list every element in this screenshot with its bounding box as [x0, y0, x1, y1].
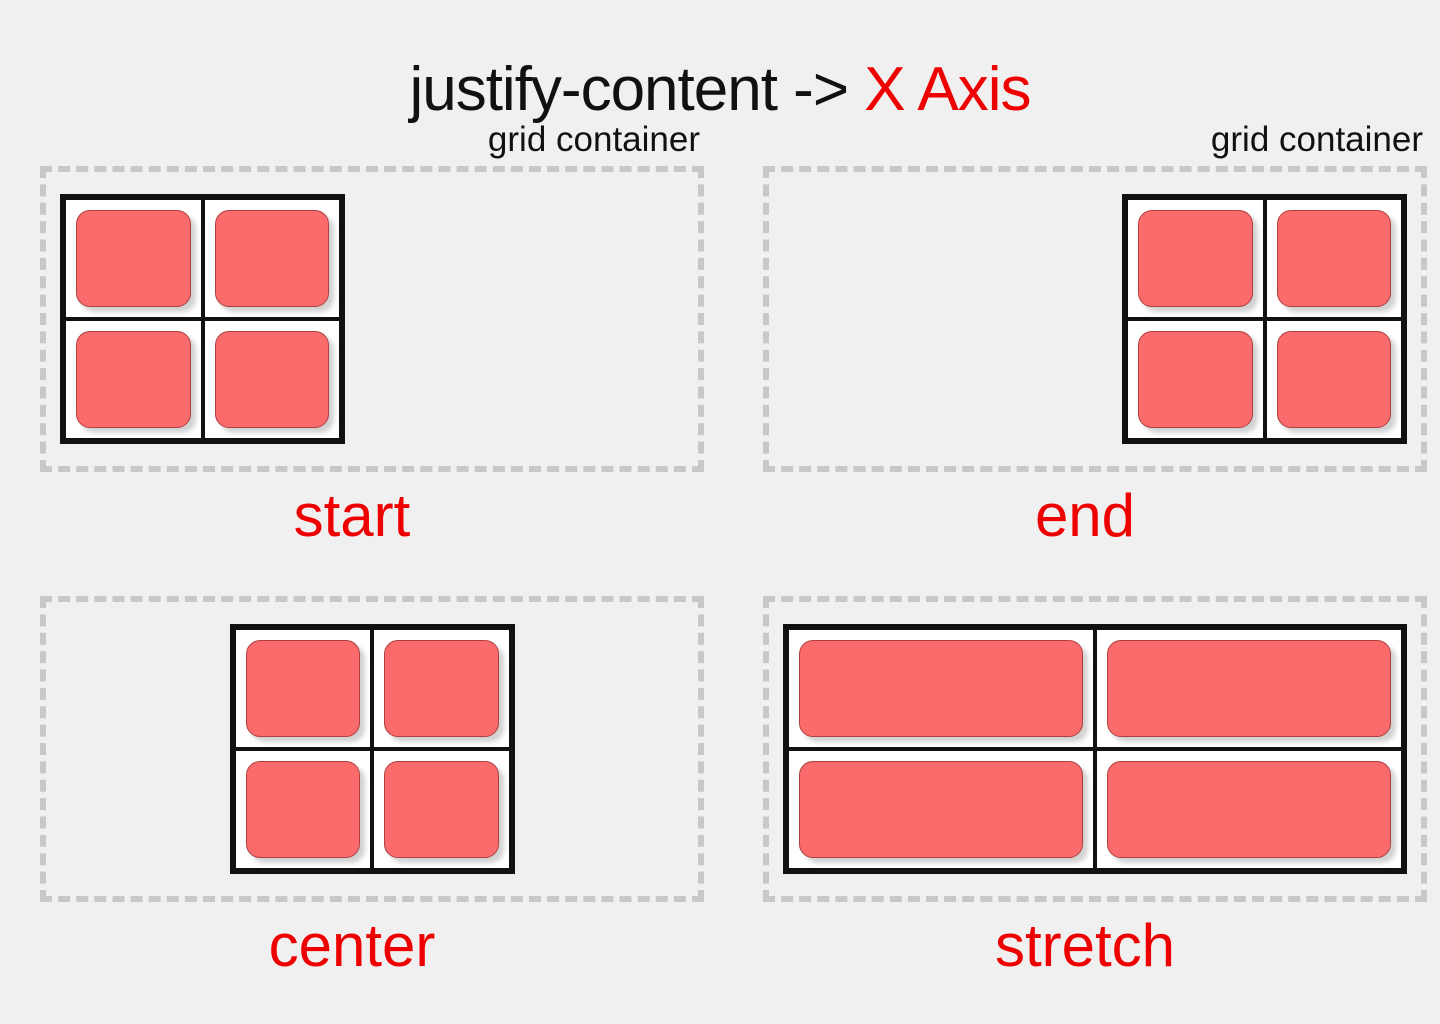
grid-cell [1095, 749, 1403, 870]
grid-container-start [40, 166, 704, 472]
value-label-start: start [293, 482, 411, 549]
grid-item [214, 331, 329, 428]
grid-cell [202, 319, 341, 440]
grid-item [245, 761, 360, 858]
grid-container-end [763, 166, 1427, 472]
grid-container-center [40, 596, 704, 902]
grid-cell [1095, 628, 1403, 749]
grid-cell [233, 628, 372, 749]
grid-cell [787, 628, 1095, 749]
grid-item [76, 210, 191, 307]
grid-item [1107, 761, 1391, 858]
grid-item [245, 640, 360, 737]
grid-item [1138, 331, 1253, 428]
grid-item [76, 331, 191, 428]
grid-center [229, 624, 515, 874]
grid-end [1122, 194, 1407, 444]
page-title: justify-content -> X Axis [0, 54, 1440, 125]
panel-end: grid container end [763, 120, 1427, 552]
page-title-main: justify-content -> [409, 54, 865, 124]
grid-item [384, 640, 499, 737]
grid-container-stretch [763, 596, 1427, 902]
grid-cell [1126, 198, 1265, 319]
page-title-accent: X Axis [864, 54, 1031, 124]
grid-cell [64, 198, 203, 319]
grid-item [799, 761, 1083, 858]
grid-container-label-end: grid container [1210, 120, 1423, 159]
grid-item [799, 640, 1083, 737]
grid-item [384, 761, 499, 858]
value-label-stretch: stretch [994, 912, 1176, 979]
panel-start: grid container start [40, 120, 704, 552]
grid-cell [202, 198, 341, 319]
grid-cell [64, 319, 203, 440]
panels-area: grid container start grid container [0, 120, 1440, 1024]
grid-item [1276, 331, 1391, 428]
grid-item [1138, 210, 1253, 307]
grid-cell [787, 749, 1095, 870]
panel-center: center [40, 550, 704, 982]
grid-cell [1126, 319, 1265, 440]
grid-item [214, 210, 329, 307]
grid-cell [372, 628, 511, 749]
grid-cell [1264, 319, 1403, 440]
grid-item [1107, 640, 1391, 737]
grid-container-label-start: grid container [487, 120, 700, 159]
grid-cell [1264, 198, 1403, 319]
grid-cell [372, 749, 511, 870]
value-label-center: center [268, 912, 436, 979]
grid-stretch [783, 624, 1407, 874]
grid-item [1276, 210, 1391, 307]
grid-start [60, 194, 345, 444]
grid-cell [233, 749, 372, 870]
panel-stretch: stretch [763, 550, 1427, 982]
value-label-end: end [1034, 482, 1136, 549]
